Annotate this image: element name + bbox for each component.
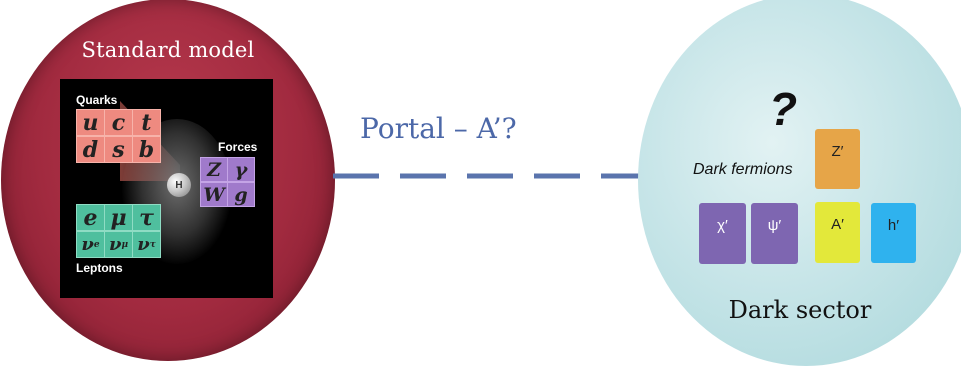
dark-sector-title: Dark sector [728,296,872,324]
force-gamma: γ [227,157,255,182]
lepton-mu: μ [104,204,133,231]
standard-model-title: Standard model [81,38,255,62]
psi-prime-box: ψ′ [751,203,798,264]
forces-label: Forces [218,140,258,154]
standard-model-panel: Quarks u c t d s b H Forces Z γ W g e μ … [60,79,273,298]
leptons-label: Leptons [76,261,123,275]
question-mark: ? [769,83,798,135]
quark-b: b [132,136,161,163]
z-prime-box: Z′ [815,129,860,189]
dark-sector-circle [638,0,961,366]
chi-prime-box: χ′ [699,203,746,264]
portal-label: Portal – A’? [360,112,517,145]
a-prime-box: A′ [815,202,860,263]
quarks-label: Quarks [76,93,118,107]
h-prime-box: h′ [871,203,916,263]
lepton-e: e [76,204,105,231]
force-g: g [227,182,255,207]
force-z: Z [200,157,228,182]
dark-fermions-label: Dark fermions [693,161,793,178]
lepton-tau: τ [132,204,161,231]
quark-u: u [76,109,105,136]
quark-d: d [76,136,105,163]
portal-dashed-line [333,173,643,179]
higgs-boson: H [167,173,191,197]
quark-t: t [132,109,161,136]
quark-c: c [104,109,133,136]
quark-s: s [104,136,133,163]
force-w: W [200,182,228,207]
